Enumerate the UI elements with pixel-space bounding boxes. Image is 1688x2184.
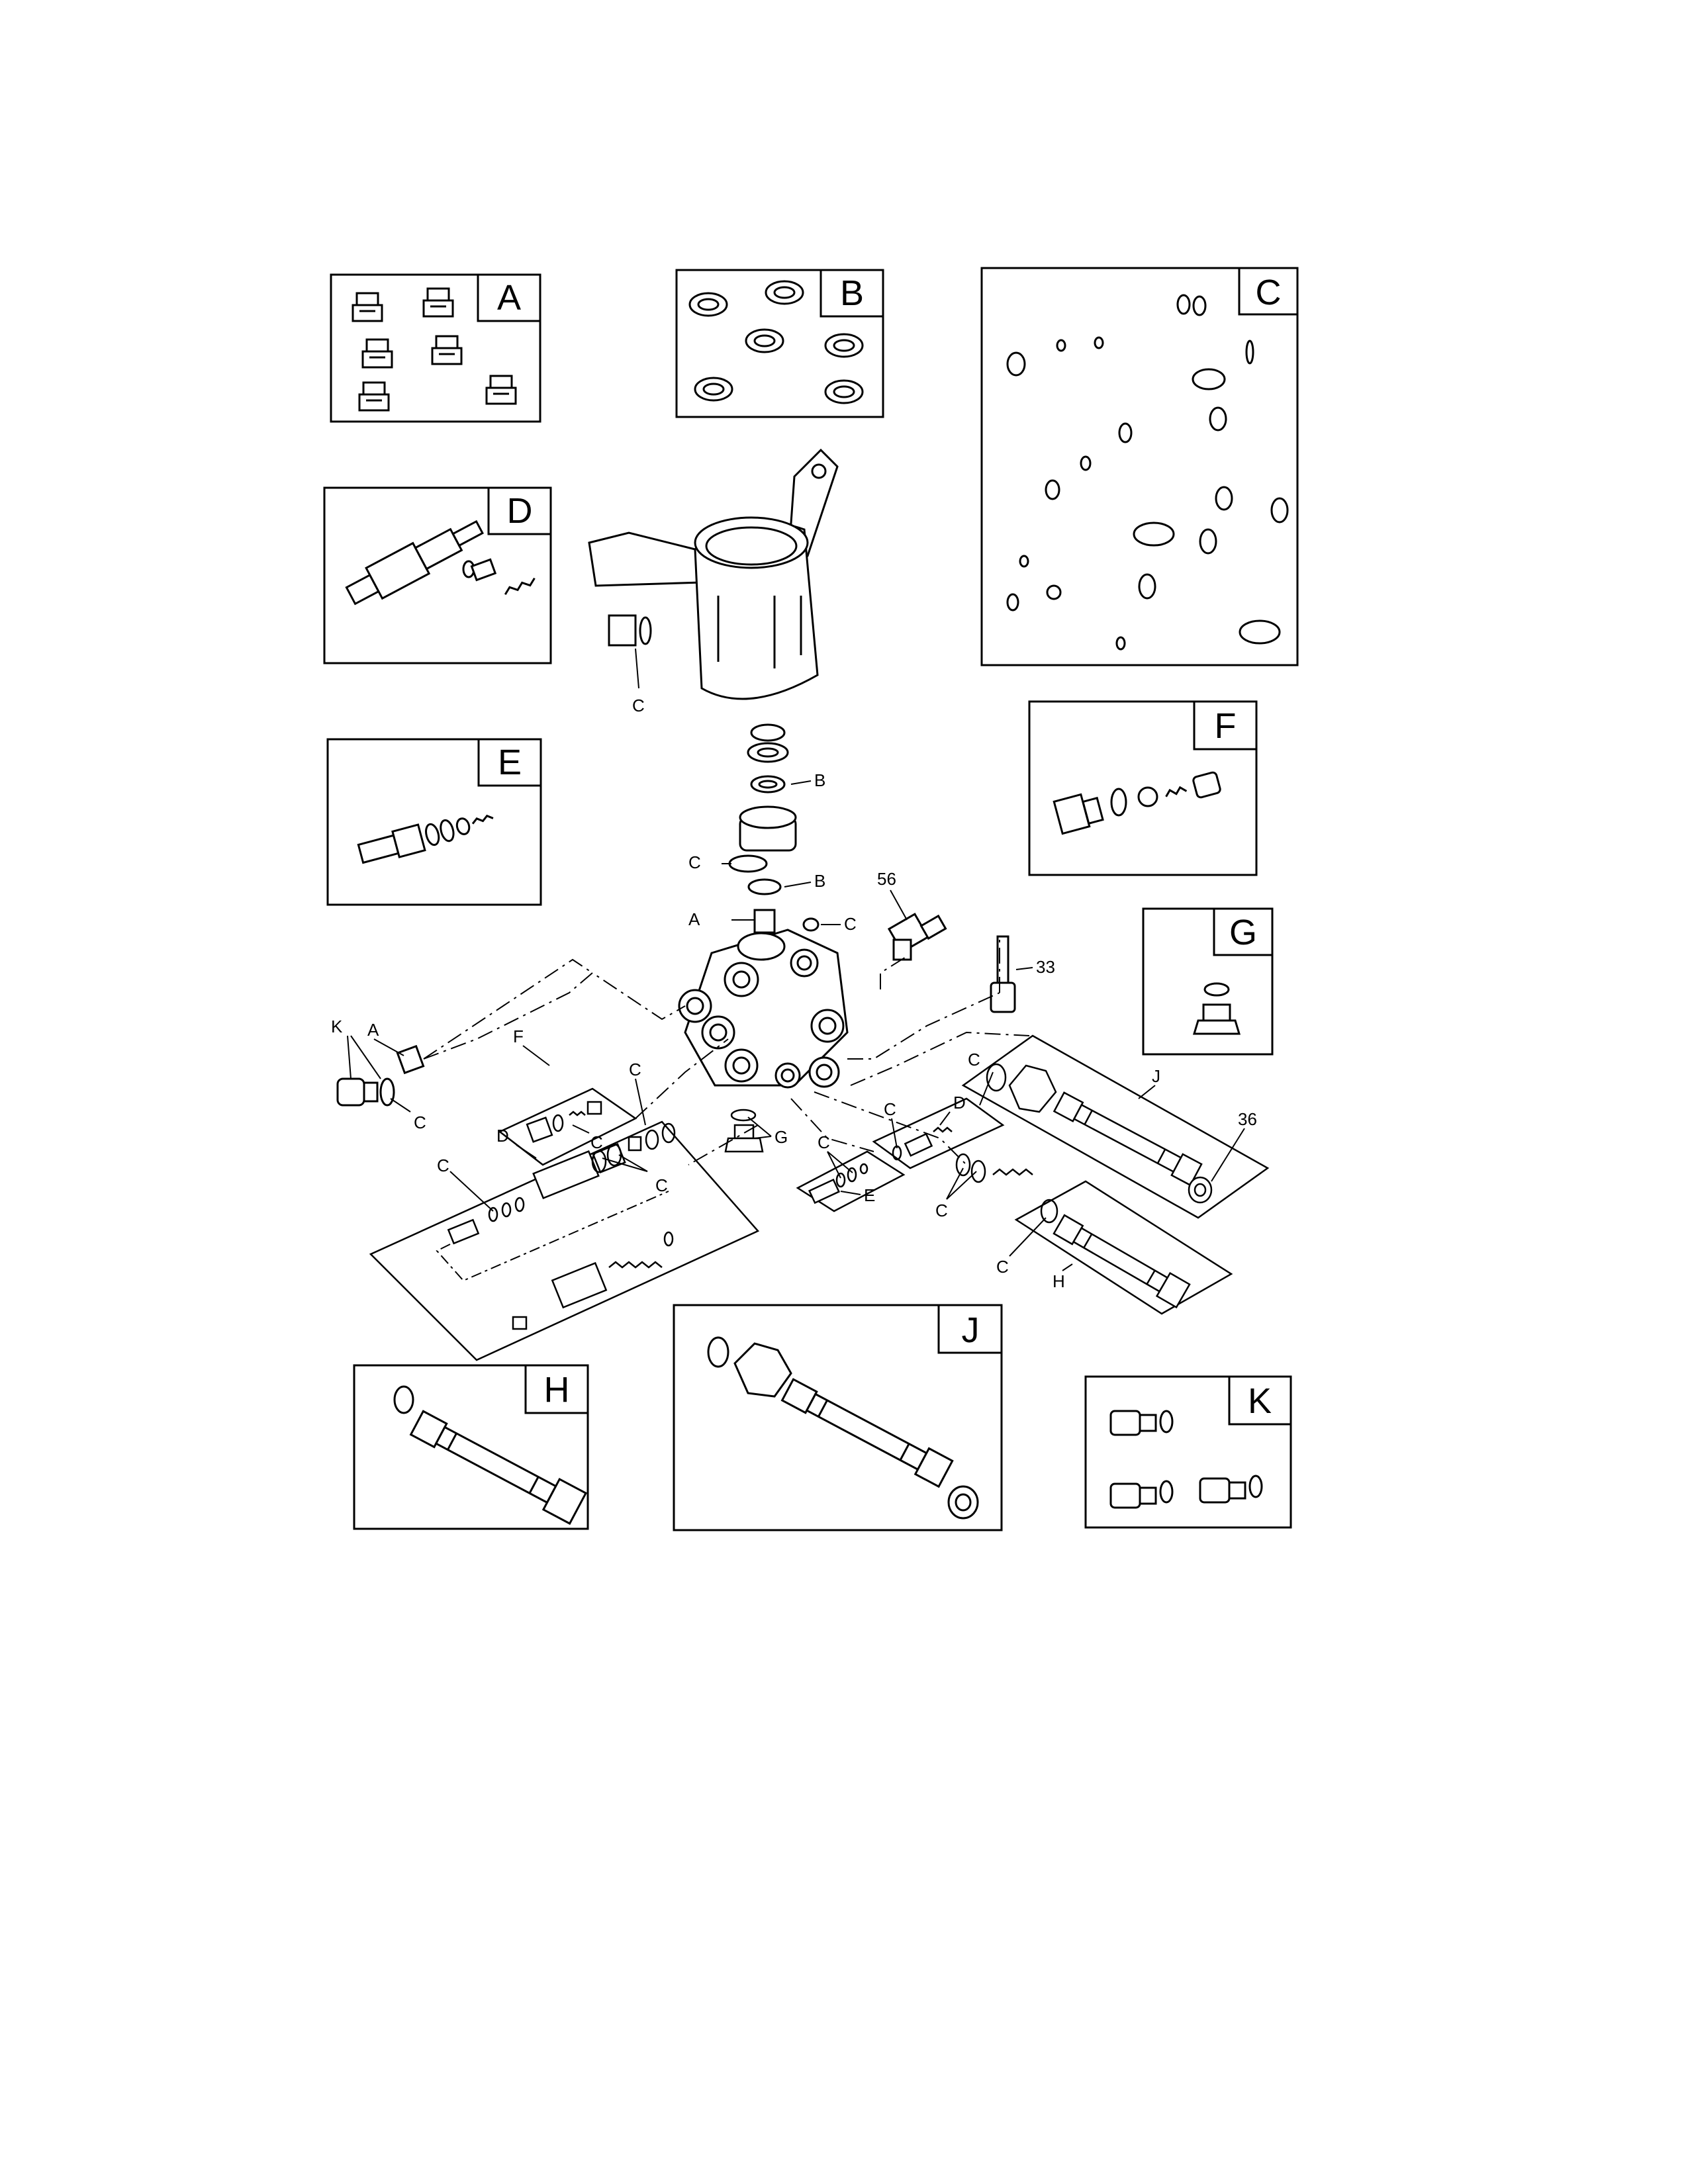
- callout-c-dright: C: [655, 1175, 668, 1195]
- callout-j-mid: J: [1152, 1066, 1160, 1086]
- callout-c-top: C: [632, 696, 645, 715]
- plug-valve-icon: [1053, 771, 1221, 835]
- check-valve-icon: [462, 558, 536, 596]
- callout-c-spring: C: [935, 1201, 948, 1220]
- kit-c-letter: C: [1256, 273, 1282, 312]
- g-plug-icon: [724, 1109, 764, 1153]
- kit-k-letter: K: [1248, 1381, 1272, 1421]
- drain-plug-icon: [1192, 982, 1241, 1035]
- kit-a-letter: A: [497, 278, 521, 318]
- kit-g-letter: G: [1229, 913, 1257, 952]
- kit-j-letter: J: [962, 1310, 980, 1350]
- j-filter-icon: [780, 1378, 954, 1488]
- manifold-icon: [678, 929, 849, 1089]
- spring-icon: [955, 1153, 1033, 1183]
- callout-c-mid: C: [629, 1060, 641, 1079]
- intake-filter-icon: [409, 1410, 588, 1525]
- kit-e-letter: E: [498, 743, 522, 782]
- callout-b-lower: B: [814, 871, 825, 891]
- callout-h-mid: H: [1053, 1271, 1065, 1291]
- callout-e-mid: E: [864, 1185, 875, 1205]
- o-ring-icon: [1006, 294, 1289, 651]
- valve-cap-icon: [352, 287, 517, 412]
- elbow-fitting-icon: [887, 913, 947, 961]
- j-washer-icon: [947, 1485, 979, 1520]
- j-sub-box: [961, 1034, 1270, 1219]
- callout-36: 36: [1238, 1109, 1257, 1129]
- callout-c-ring: C: [688, 852, 701, 872]
- callout-d-left: D: [496, 1126, 509, 1146]
- small-o-ring-icon: [802, 917, 820, 932]
- callout-c-left: C: [414, 1113, 426, 1132]
- j-o-ring-icon: [707, 1336, 729, 1368]
- callout-c-e: C: [818, 1132, 830, 1152]
- callout-56: 56: [877, 869, 896, 889]
- seal-stack-icon: [728, 723, 797, 934]
- bolt-icon: [990, 935, 1016, 1013]
- seal-ring-icon: [688, 280, 864, 404]
- callout-a-center: A: [688, 909, 700, 929]
- kit-f-letter: F: [1215, 706, 1237, 746]
- callout-b-upper: B: [814, 770, 825, 790]
- kit-c-box: C: [980, 267, 1299, 666]
- kit-e-box: E: [326, 738, 542, 906]
- kit-h-box: H: [353, 1364, 589, 1530]
- callout-a-left: A: [367, 1020, 379, 1040]
- callout-c-center: C: [844, 914, 857, 934]
- kit-h-letter: H: [544, 1370, 570, 1410]
- d-mid-sub-box: [872, 1097, 1005, 1169]
- kit-f-box: F: [1028, 700, 1258, 876]
- callout-labels: C B C B A C 56 33 A K C F C C D C C G C …: [331, 696, 1257, 1291]
- kit-b-box: B: [675, 269, 884, 418]
- d-sub-box: [369, 1120, 760, 1361]
- callout-c-dmid: C: [884, 1099, 896, 1119]
- callout-c-f: C: [590, 1132, 603, 1152]
- h-o-ring-icon: [393, 1385, 414, 1414]
- h-sub-box: [1014, 1180, 1233, 1315]
- callout-c-h: C: [996, 1257, 1009, 1277]
- kit-k-box: K: [1084, 1375, 1292, 1529]
- kit-b-letter: B: [840, 273, 864, 313]
- pump-housing-icon: [588, 448, 839, 700]
- kit-j-box: J: [673, 1304, 1003, 1531]
- callout-g-mid: G: [774, 1127, 788, 1147]
- assembly-guide-lines: [423, 936, 1030, 1165]
- plug-bolt-icon: [1109, 1410, 1263, 1509]
- callout-c-j: C: [968, 1050, 980, 1069]
- leader-lines: [347, 648, 1245, 1271]
- unloader-valve-icon: [345, 520, 484, 606]
- callout-c-dleft: C: [437, 1156, 449, 1175]
- callout-d-mid: D: [953, 1093, 966, 1113]
- callout-k-left: K: [331, 1017, 343, 1036]
- e-sub-box: [796, 1150, 906, 1212]
- kit-a-box: A: [330, 273, 541, 423]
- kit-d-letter: D: [507, 491, 533, 531]
- kit-d-box: D: [323, 486, 552, 664]
- callout-33: 33: [1036, 957, 1055, 977]
- callout-f-mid: F: [513, 1026, 524, 1046]
- kit-g-box: G: [1142, 907, 1274, 1056]
- thermal-relief-valve-icon: [357, 814, 494, 864]
- filter-cap-icon: [733, 1342, 792, 1398]
